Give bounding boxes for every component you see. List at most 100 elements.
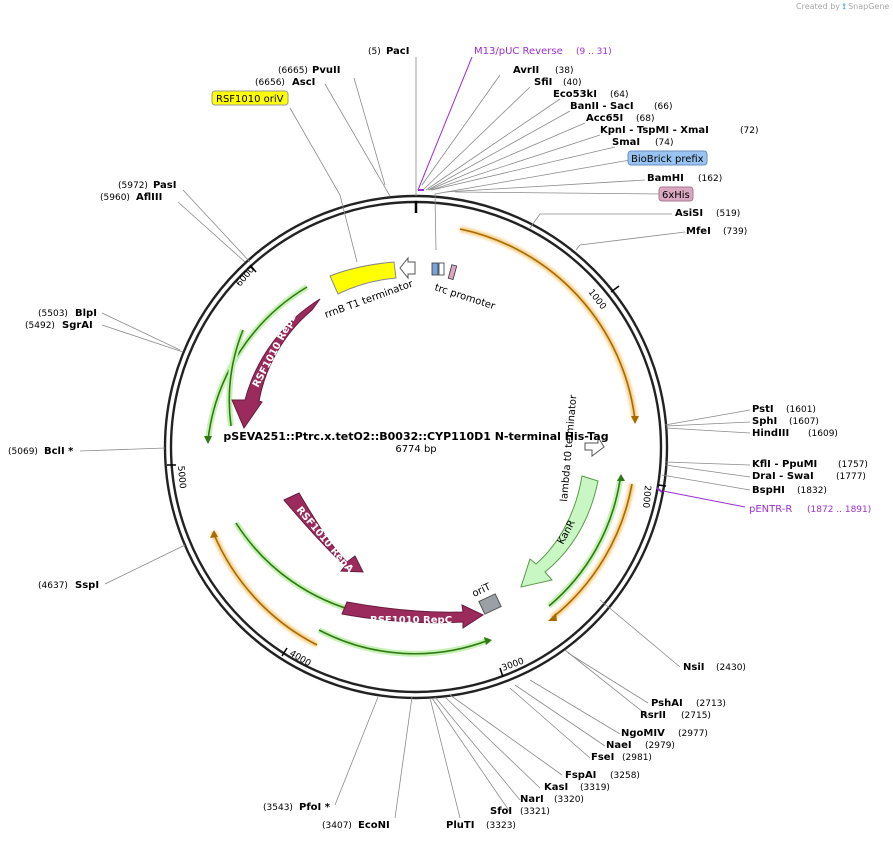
biobrick-box-label: BioBrick prefix	[627, 150, 708, 166]
site-pos: (739)	[723, 227, 747, 237]
site-pos: (2981)	[622, 753, 652, 763]
site-name: BamHI	[647, 173, 684, 184]
tick-2000: 2000	[640, 484, 667, 509]
site-pos: (2977)	[678, 729, 708, 739]
site-name: BspHI	[752, 485, 785, 496]
site-name: PshAI	[651, 698, 683, 709]
site-name: NaeI	[606, 740, 632, 751]
site-name: SmaI	[612, 137, 640, 148]
site-pos: (40)	[563, 78, 581, 88]
site-pos: (5069)	[8, 447, 38, 457]
site-name: PluTI	[446, 820, 474, 831]
site-name: Acc65I	[586, 113, 623, 124]
orange-arc-lower-left	[210, 530, 319, 648]
lambda-label: lambda t0 terminator	[559, 394, 579, 503]
site-pos: (66)	[654, 102, 672, 112]
site-name: AscI	[292, 77, 315, 88]
site-labels: (5) PacI (6665) PvuII (6656) AscI AvrII …	[8, 46, 868, 831]
oriv-box-text: RSF1010 oriV	[216, 94, 284, 105]
site-pos: (5503)	[38, 309, 68, 319]
repc-label: RSF1010 RepC	[370, 615, 452, 626]
site-pos: (1832)	[797, 486, 827, 496]
site-name: AflIII	[136, 192, 162, 203]
site-pos: (2715)	[681, 711, 711, 721]
snapgene-credit: Created by ⟟ SnapGene	[796, 2, 889, 12]
site-name: BanII - SacI	[570, 101, 634, 112]
site-pos: (64)	[610, 90, 628, 100]
tick-5000: 5000	[167, 464, 187, 489]
site-pos: (2979)	[645, 741, 675, 751]
site-pos: (6656)	[255, 78, 285, 88]
site-pos: (3319)	[580, 783, 610, 793]
site-name: PvuII	[312, 65, 340, 76]
pentr-primer-mark	[656, 487, 663, 493]
site-name: NsiI	[683, 662, 704, 673]
site-pos: (3407)	[322, 821, 352, 831]
site-name: RsrII	[640, 710, 666, 721]
site-name: SfoI	[490, 806, 512, 817]
green-arc-right-1	[547, 474, 625, 609]
site-name: MfeI	[686, 226, 711, 237]
site-pos: (3543)	[263, 803, 293, 813]
site-name: PasI	[153, 180, 176, 191]
site-name: HindIII	[752, 428, 789, 439]
site-name: EcoNI	[358, 820, 390, 831]
plasmid-name: pSEVA251::Ptrc.x.tetO2::B0032::CYP110D1 …	[223, 430, 608, 443]
site-pos: (72)	[740, 126, 758, 136]
site-pos: (3320)	[554, 795, 584, 805]
site-pos: (2430)	[716, 663, 746, 673]
site-pos: (3258)	[610, 771, 640, 781]
site-name: KpnI - TspMI - XmaI	[600, 125, 709, 136]
his-box-label: 6xHis	[658, 186, 694, 202]
site-pos: (5)	[368, 47, 381, 57]
site-name: BlpI	[75, 308, 97, 319]
site-name: PfoI *	[299, 802, 331, 813]
site-name: SfiI	[534, 77, 552, 88]
primer-pentr-range: (1872 .. 1891)	[807, 505, 871, 515]
site-pos: (5972)	[118, 181, 148, 191]
credit-prefix: Created by	[796, 2, 841, 11]
credit-brand: SnapGene	[848, 2, 890, 11]
green-arc-bottom	[317, 627, 492, 657]
oriv-box-label: RSF1010 oriV	[211, 90, 289, 106]
snapgene-logo-icon: ⟟	[842, 2, 846, 11]
primer-m13-name: M13/pUC Reverse	[474, 46, 563, 57]
site-name: PstI	[752, 404, 774, 415]
site-name: FseI	[591, 752, 614, 763]
site-pos: (1777)	[836, 472, 866, 482]
site-name: KasI	[544, 782, 568, 793]
orиv-feature	[329, 261, 397, 295]
site-pos: (3323)	[486, 821, 516, 831]
orange-arc-top-right	[459, 226, 639, 424]
orange-arc-right-lower	[548, 483, 635, 621]
repa-label: RSF1010 RepA	[294, 505, 356, 575]
repc-feature: RSF1010 RepC	[341, 601, 485, 629]
site-name: SphI	[752, 416, 777, 427]
repa-feature: RSF1010 RepA	[283, 492, 364, 575]
site-name: KflI - PpuMI	[752, 459, 817, 470]
site-name: SspI	[75, 580, 99, 591]
site-pos: (1601)	[786, 405, 816, 415]
trc-label: trc promoter	[433, 282, 497, 312]
site-pos: (68)	[636, 114, 654, 124]
biobrick-box-text: BioBrick prefix	[631, 154, 704, 165]
site-name: DraI - SwaI	[752, 471, 814, 482]
plasmid-size: 6774 bp	[395, 444, 436, 455]
orit-feature: oriT	[471, 581, 502, 615]
site-pos: (4637)	[38, 581, 68, 591]
site-pos: (1607)	[789, 417, 819, 427]
site-pos: (162)	[698, 174, 722, 184]
site-pos: (5492)	[25, 321, 55, 331]
site-name: BclI *	[44, 446, 74, 457]
site-name: AvrII	[513, 65, 539, 76]
site-pos: (2713)	[696, 699, 726, 709]
site-name: FspAI	[565, 770, 596, 781]
site-pos: (519)	[716, 209, 740, 219]
site-pos: (3321)	[520, 807, 550, 817]
site-name: PacI	[386, 46, 409, 57]
site-pos: (1757)	[838, 460, 868, 470]
site-name: Eco53kI	[553, 89, 597, 100]
tick-label-2000: 2000	[640, 485, 652, 509]
green-arc-left-inner	[226, 328, 246, 427]
